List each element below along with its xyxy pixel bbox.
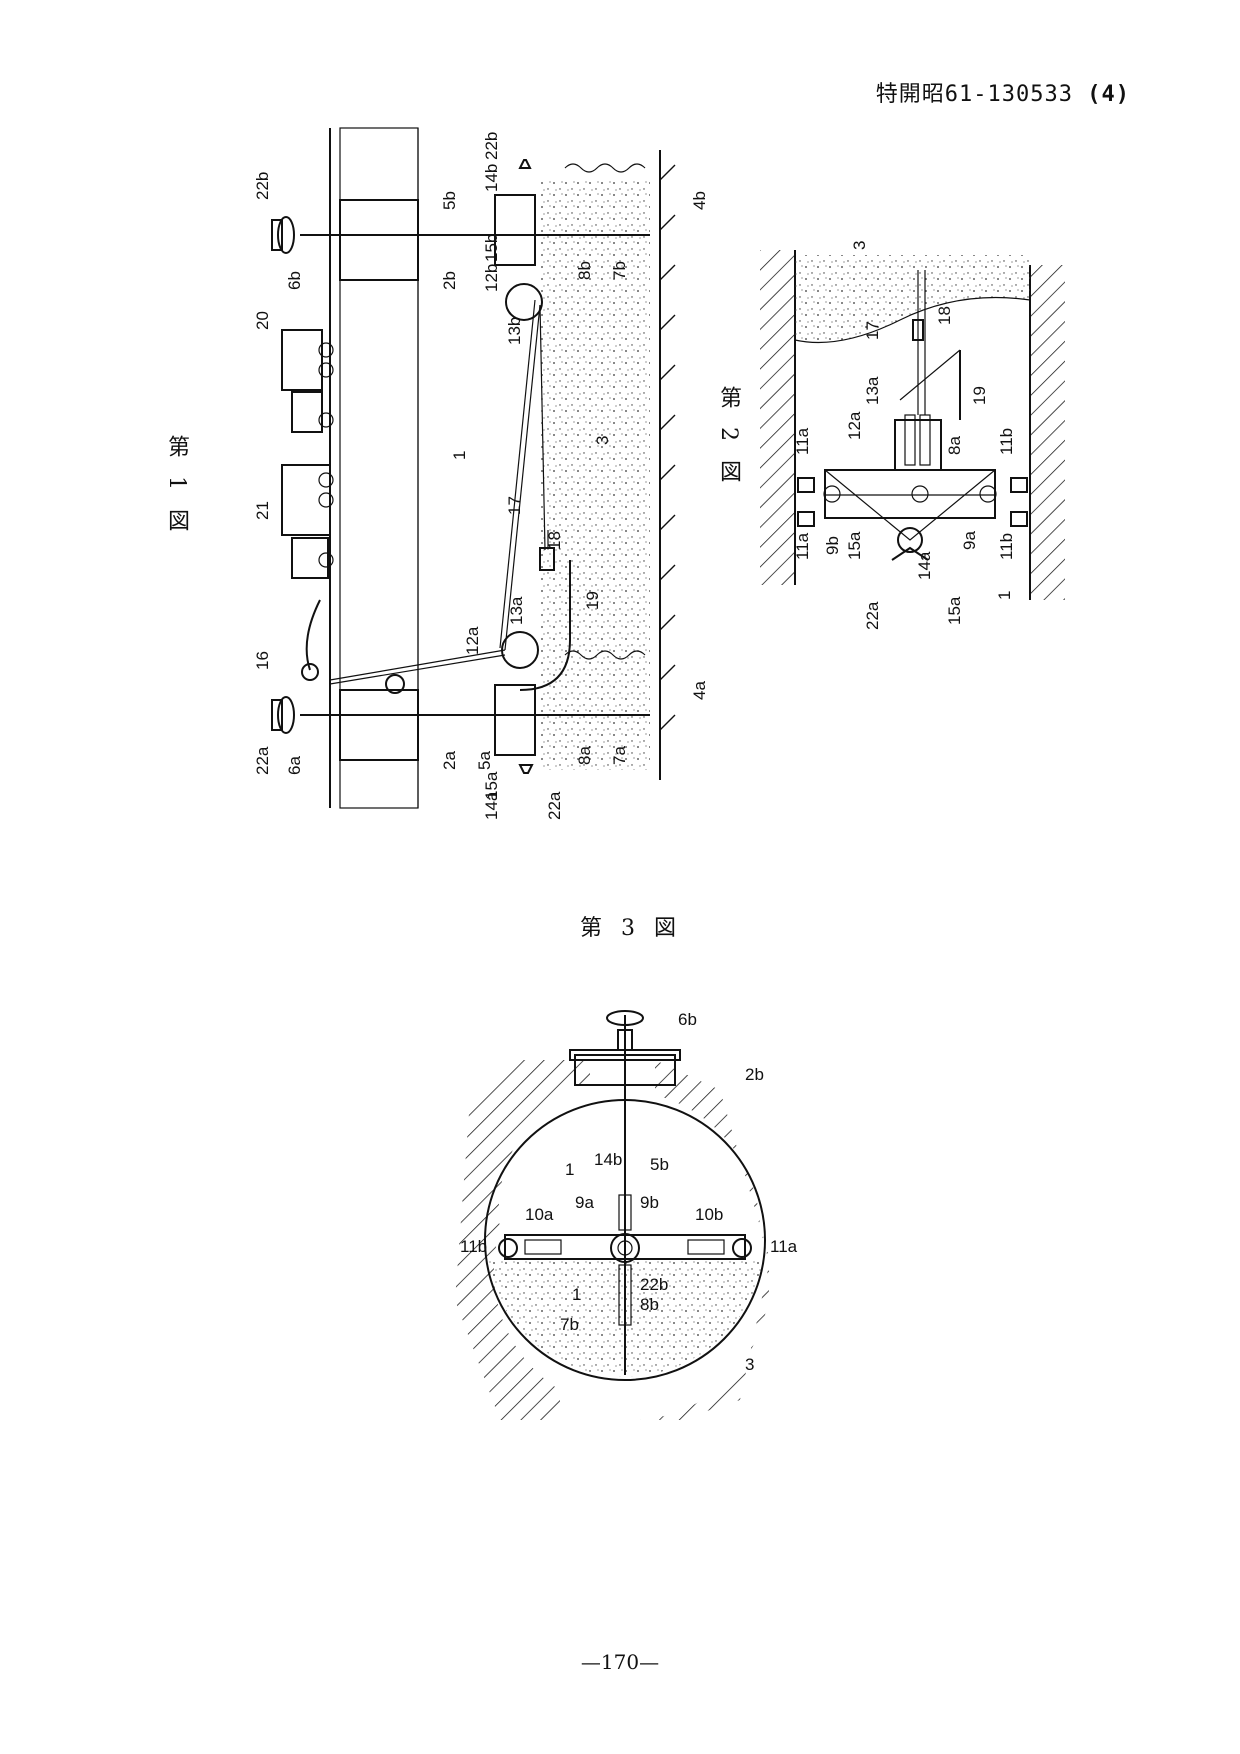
f1-label: 21 — [253, 501, 272, 520]
f2-label: 1 — [995, 591, 1014, 600]
f1-label: 2a — [440, 751, 459, 770]
page-number: —170— — [580, 1650, 660, 1674]
f3-label: 5b — [650, 1155, 669, 1174]
f1-label: 15b — [482, 234, 501, 262]
f3-label: 10a — [525, 1205, 554, 1224]
f1-label: 5b — [440, 191, 459, 210]
f1-label: 14a — [482, 791, 501, 820]
f1-label: 3 — [593, 436, 612, 445]
f1-label: 4b — [690, 191, 709, 210]
f2-label: 11a — [793, 532, 812, 560]
f3-label: 3 — [745, 1355, 754, 1374]
f3-label: 1 — [572, 1285, 581, 1304]
f2-label: 14a — [915, 551, 934, 580]
f1-label: 22a — [545, 791, 564, 820]
figure3-drawing: 6b 2b 5b 14b 1 9a 9b 10a 10b 11b 11a 22b… — [455, 1010, 798, 1420]
f1-label: 7b — [610, 261, 629, 280]
f2-label: 22a — [863, 601, 882, 630]
f1-label: 22b — [253, 172, 272, 200]
page-marker: (4) — [1087, 82, 1130, 107]
figure1-labels: 22b 5b 14b 22b 4b 2b 15b 12b 8b 7b 6b 13… — [253, 132, 709, 820]
f3-label: 10b — [695, 1205, 723, 1224]
f1-label: 12a — [463, 626, 482, 655]
f1-label: 22a — [253, 746, 272, 775]
f1-label: 6a — [285, 756, 304, 775]
carrier-a — [494, 684, 536, 756]
f1-label: 19 — [583, 591, 602, 610]
f3-label: 22b — [640, 1275, 668, 1294]
pulley-13b — [505, 283, 543, 321]
f3-label: 14b — [594, 1150, 622, 1169]
shaft-2a — [339, 689, 419, 761]
f1-label: 17 — [505, 496, 524, 515]
f2-label: 15a — [945, 596, 964, 625]
vehicle-21 — [281, 464, 331, 536]
f3-label: 7b — [560, 1315, 579, 1334]
f1-label: 8a — [575, 746, 594, 765]
f1-label: 6b — [285, 271, 304, 290]
f1-label: 15a — [482, 771, 501, 800]
f1-label: 1 — [450, 451, 469, 460]
f3-label: 6b — [678, 1010, 697, 1029]
f1-label: 13b — [505, 317, 524, 345]
f1-label: 12b — [482, 264, 501, 292]
f2-label: 13a — [863, 376, 882, 405]
f2-label: 11b — [997, 428, 1016, 455]
figure3-labels: 6b 2b 5b 14b 1 9a 9b 10a 10b 11b 11a 22b… — [460, 1010, 798, 1374]
f3-label: 11b — [460, 1237, 487, 1256]
f1-label: 20 — [253, 311, 272, 330]
f3-label: 9a — [575, 1193, 594, 1212]
sand-fill-3 — [540, 180, 650, 770]
f1-label: 16 — [253, 651, 272, 670]
f2-label: 11b — [997, 533, 1016, 560]
figure2-title: 第 2 図 — [716, 386, 741, 488]
f1-label: 2b — [440, 271, 459, 290]
figure1-title: 第 1 図 — [164, 435, 189, 537]
f1-label: 13a — [507, 596, 526, 625]
f3-label: 8b — [640, 1295, 659, 1314]
shaft-2b — [339, 199, 419, 281]
patent-number: 特開昭61-130533 — [875, 82, 1073, 107]
f3-label: 2b — [745, 1065, 764, 1084]
f2-label: 3 — [850, 241, 869, 250]
f2-label: 9a — [960, 531, 979, 550]
f1-label: 5a — [475, 751, 494, 770]
f2-label: 9b — [823, 536, 842, 555]
f2-label: 18 — [935, 306, 954, 325]
f3-label: 1 — [565, 1160, 574, 1179]
f2-label: 15a — [845, 531, 864, 560]
f3-label: 9b — [640, 1193, 659, 1212]
f2-label: 8a — [945, 436, 964, 455]
f3-label: 11a — [770, 1237, 798, 1256]
document-header: 特開昭61-130533 (4) — [876, 76, 1130, 108]
f1-label: 8b — [575, 261, 594, 280]
figure3-title: 第 3 図 — [580, 916, 682, 941]
f2-label: 11a — [793, 427, 812, 455]
ground-mass — [339, 127, 419, 809]
carrier-b — [494, 194, 536, 266]
figure2-labels: 3 17 18 13a 12a 19 11a 8a 11b 9b 9a 15a … — [793, 241, 1016, 630]
f1-label: 4a — [690, 681, 709, 700]
f2-label: 17 — [863, 321, 882, 340]
f1-label: 14b — [482, 164, 501, 192]
f1-label: 22b — [482, 132, 501, 160]
f2-label: 12a — [845, 411, 864, 440]
figure1-drawing: 22b 5b 14b 22b 4b 2b 15b 12b 8b 7b 6b 13… — [253, 127, 709, 820]
pulley-13a — [501, 631, 539, 669]
beam-8a — [824, 469, 996, 519]
f2-label: 19 — [970, 386, 989, 405]
figure2-drawing: 3 17 18 13a 12a 19 11a 8a 11b 9b 9a 15a … — [760, 241, 1065, 630]
f1-label: 18 — [545, 531, 564, 550]
f1-label: 7a — [610, 746, 629, 765]
vehicle-20 — [281, 329, 323, 391]
